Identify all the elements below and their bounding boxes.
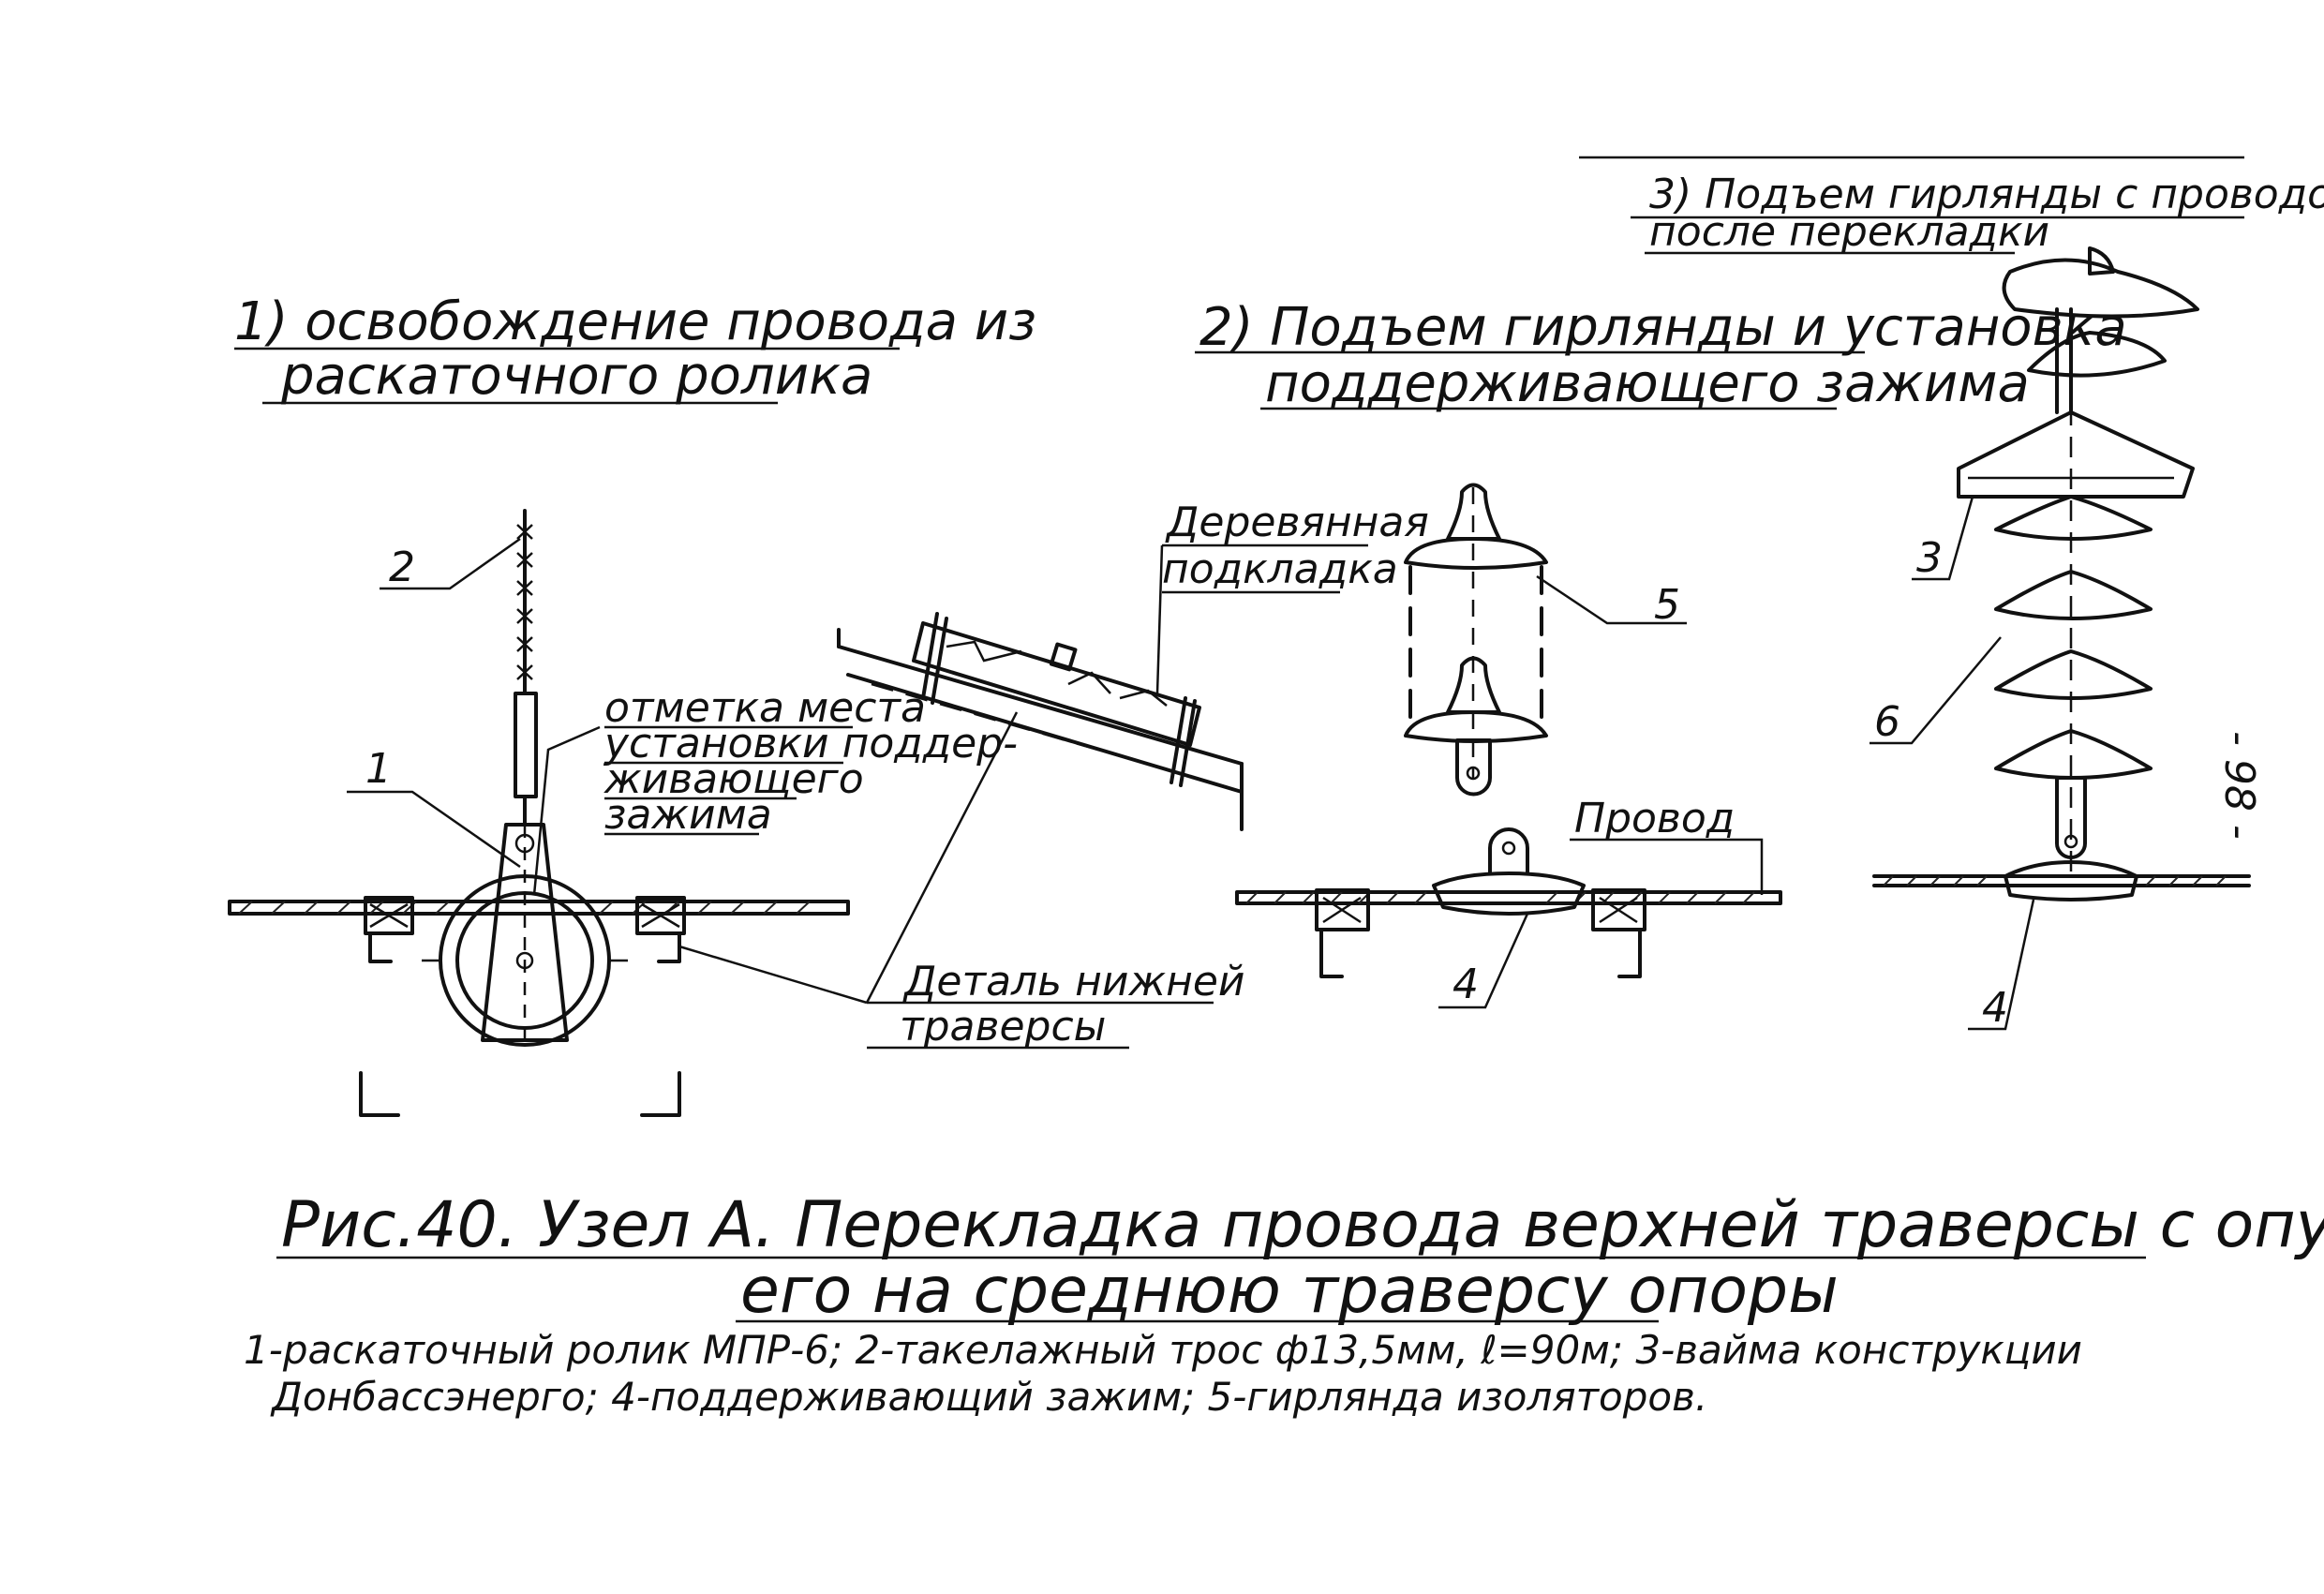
drawing-step-3: 3 6 4 bbox=[1870, 246, 2251, 1032]
insulator-string bbox=[1404, 483, 1548, 797]
drawing-step-1: 2 1 отметка места установки поддер- жива… bbox=[228, 509, 1018, 1117]
traverse-clamp-left bbox=[364, 896, 414, 963]
mark-note-line-1: отметка места bbox=[604, 684, 926, 732]
traverse-centerline bbox=[871, 682, 1229, 789]
leader-3 bbox=[1912, 496, 1974, 581]
label-2: 2 bbox=[389, 544, 415, 591]
leader-6 bbox=[1870, 636, 2002, 745]
mark-clamp-position-note: отметка места установки поддер- живающег… bbox=[532, 684, 1018, 896]
label-5: 5 bbox=[1654, 581, 1680, 629]
wooden-pad-note: Деревянная подкладка bbox=[1155, 499, 1429, 694]
leader-2 bbox=[380, 537, 521, 590]
angle-bracket-left bbox=[359, 1071, 400, 1117]
drawing-step-2: 5 Провод 4 bbox=[1235, 483, 1782, 1009]
wood-note-line-1: Деревянная bbox=[1165, 499, 1429, 546]
traverse-note-underlines bbox=[867, 1001, 1214, 1050]
heading-step-2-line-1: 2) Подъем гирлянды и установка bbox=[1199, 297, 2127, 358]
wire-label: Провод bbox=[1574, 795, 1735, 842]
wire-step-3 bbox=[1872, 874, 2251, 887]
label-6: 6 bbox=[1874, 698, 1900, 746]
caption-line-1: Рис.40. Узел А. Перекладка провода верхн… bbox=[281, 1188, 2324, 1262]
leader-5 bbox=[1536, 574, 1687, 625]
traverse-note: Деталь нижней траверсы bbox=[678, 711, 1245, 1050]
clamp-strap-left bbox=[921, 612, 948, 705]
traverse-detail: Деревянная подкладка Деталь нижней траве… bbox=[678, 499, 1429, 1050]
heading-step-3-line-2: после перекладки bbox=[1649, 208, 2049, 256]
wood-note-underlines bbox=[1162, 544, 1368, 594]
label-4-step-3: 4 bbox=[1982, 984, 2008, 1032]
heading-step-1: 1) освобождение провода из раскаточного … bbox=[234, 291, 1036, 407]
wire-step-3-hatch bbox=[1883, 875, 2227, 886]
caption-line-2: его на среднюю траверсу опоры bbox=[740, 1254, 1839, 1328]
suspension-clamp bbox=[1432, 827, 1586, 916]
angle-bracket-right bbox=[640, 1071, 681, 1117]
lower-traverse-wire bbox=[228, 900, 850, 916]
traverse-note-line-1: Деталь нижней bbox=[902, 958, 1245, 1006]
rigging-rope bbox=[514, 509, 538, 827]
leader-traverse-2 bbox=[865, 711, 1019, 1004]
label-1: 1 bbox=[365, 745, 392, 793]
mark-note-underlines bbox=[604, 725, 853, 836]
heading-step-3: 3) Подъем гирлянды с проводом после пере… bbox=[1579, 156, 2324, 256]
leader-4-step-3 bbox=[1968, 899, 2035, 1031]
label-3: 3 bbox=[1916, 534, 1943, 582]
leader-wood bbox=[1155, 544, 1164, 694]
leader-4-step-2 bbox=[1438, 913, 1529, 1009]
traverse-clamp-right bbox=[635, 896, 686, 963]
wooden-pad bbox=[912, 621, 1201, 747]
heading-step-2-line-2: поддерживающего зажима bbox=[1265, 353, 2030, 414]
stringing-roller bbox=[422, 823, 628, 1047]
heading-step-1-line-1: 1) освобождение провода из bbox=[234, 291, 1036, 352]
label-4-step-2: 4 bbox=[1452, 961, 1479, 1008]
page-number: - 98 - bbox=[2215, 731, 2263, 840]
figure-legend: 1-раскаточный ролик МПР-6; 2-такелажный … bbox=[244, 1327, 2082, 1420]
wood-note-line-2: подкладка bbox=[1162, 545, 1398, 593]
legend-line-1: 1-раскаточный ролик МПР-6; 2-такелажный … bbox=[244, 1327, 2082, 1373]
heading-step-2: 2) Подъем гирлянды и установка поддержив… bbox=[1195, 297, 2127, 414]
traverse-clamps-step-2 bbox=[1315, 888, 1646, 978]
leader-wire bbox=[1570, 838, 1764, 895]
leader-1 bbox=[347, 790, 521, 869]
heading-step-3-line-1: 3) Подъем гирлянды с проводом bbox=[1649, 171, 2324, 218]
heading-step-1-line-2: раскаточного ролика bbox=[280, 346, 872, 407]
leader-mark bbox=[532, 725, 601, 896]
insulator-string-step-3 bbox=[1957, 246, 2199, 901]
leader-traverse-1 bbox=[678, 945, 868, 1005]
figure-caption: Рис.40. Узел А. Перекладка провода верхн… bbox=[276, 1188, 2324, 1328]
clamp-strap-right bbox=[1169, 696, 1197, 787]
legend-line-2: Донбассэнерго; 4-поддерживающий зажим; 5… bbox=[270, 1374, 1707, 1420]
traverse-note-line-2: траверсы bbox=[900, 1003, 1106, 1050]
